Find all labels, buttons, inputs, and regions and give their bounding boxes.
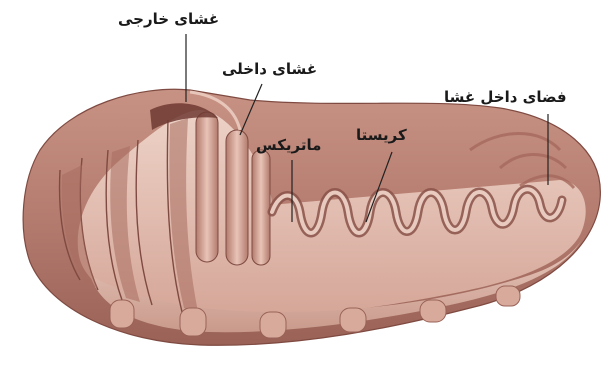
label-inner-membrane: غشای داخلی <box>222 62 317 77</box>
label-outer-membrane: غشای خارجی <box>118 12 219 27</box>
label-matrix: ماتریکس <box>256 138 321 153</box>
label-intermembrane-space: فضای داخل غشا <box>444 90 567 105</box>
label-crista: کریستا <box>356 128 407 143</box>
